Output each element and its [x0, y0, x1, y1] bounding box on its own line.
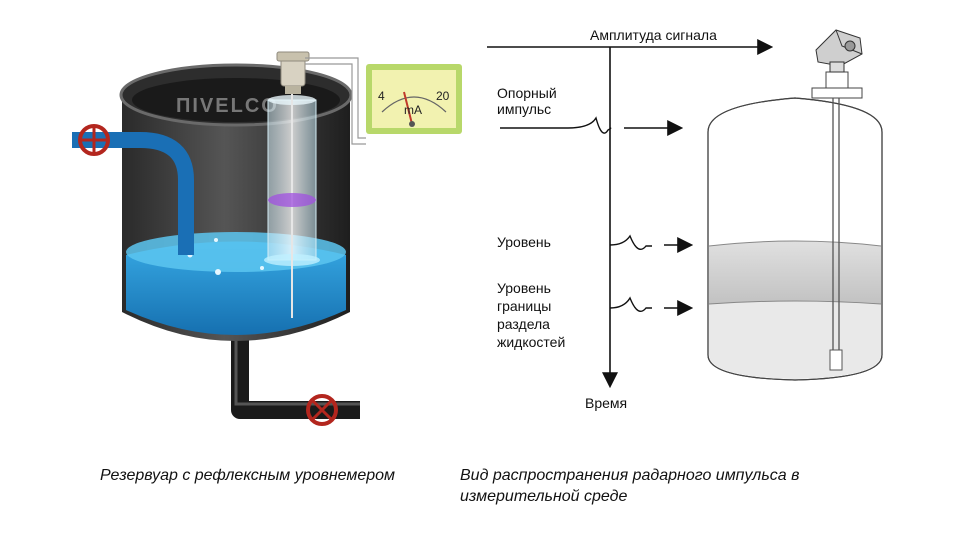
left-caption: Резервуар с рефлексным уровнемером [100, 467, 395, 484]
signal-wire [305, 63, 366, 145]
right-caption: Вид распространения радарного импульса в… [460, 467, 800, 505]
right-pulse-diagram: Амплитуда сигнала Время Опорный импульс … [487, 27, 883, 411]
interface-label-3: раздела [497, 316, 550, 332]
reference-pulse [500, 116, 612, 134]
level-pulse [609, 234, 652, 250]
outline-transmitter [815, 29, 863, 73]
bubble [214, 238, 218, 242]
interface-label-2: границы [497, 298, 551, 314]
brand-logo: ПIVELCO [176, 95, 279, 117]
interface-label-4: жидкостей [497, 334, 565, 350]
bubble [215, 269, 221, 275]
interface-label-1: Уровень [497, 280, 551, 296]
signal-wire [305, 57, 366, 139]
outlet-valve [306, 394, 338, 426]
outline-tank [707, 71, 883, 381]
left-tank-illustration: ПIVELCO [72, 51, 462, 426]
time-axis-label: Время [585, 395, 627, 411]
gauge-min-label: 4 [378, 89, 385, 103]
outlet-pipe-highlight [234, 340, 360, 406]
float-marker [268, 193, 316, 207]
interface-pulse [609, 296, 652, 312]
current-gauge: 4 20 mA [366, 64, 462, 134]
inlet-pipe [72, 132, 194, 255]
outlet-pipe [231, 340, 360, 419]
amplitude-axis-label: Амплитуда сигнала [590, 27, 717, 43]
reference-pulse-label-2: импульс [497, 101, 551, 117]
level-label: Уровень [497, 234, 551, 250]
upper-liquid-layer [709, 241, 881, 304]
bubble [260, 266, 264, 270]
transmitter-head [276, 51, 310, 94]
gauge-max-label: 20 [436, 89, 450, 103]
lower-liquid-layer [709, 301, 881, 379]
inlet-valve [78, 124, 110, 156]
gauge-needle [403, 91, 413, 125]
reference-pulse-label: Опорный [497, 85, 557, 101]
gauge-unit-label: mA [404, 103, 422, 117]
